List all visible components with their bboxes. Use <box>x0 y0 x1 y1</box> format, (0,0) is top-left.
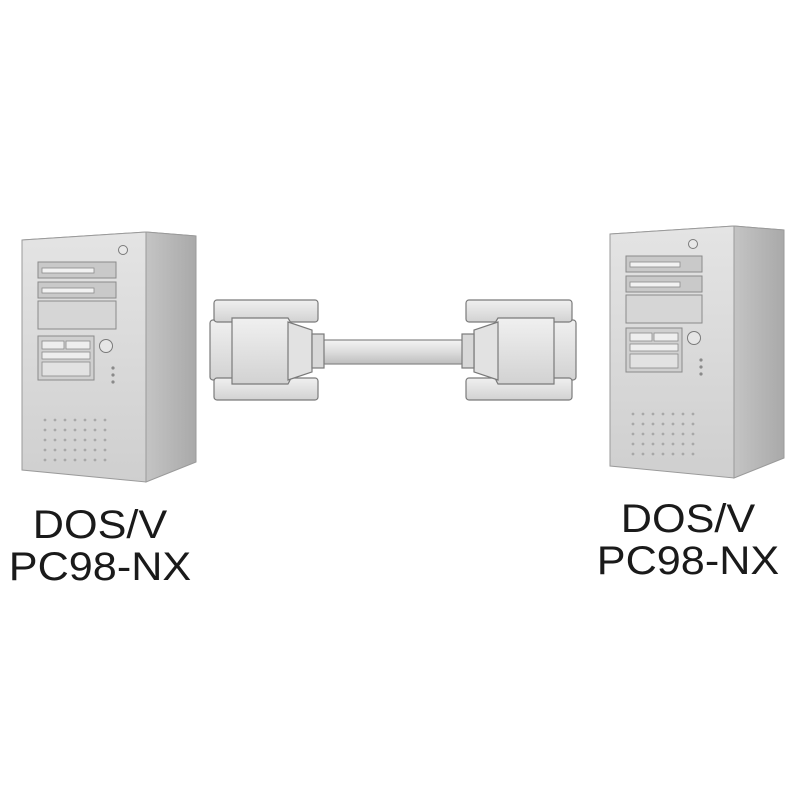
left-computer-tower <box>21 231 197 483</box>
left-cable-connector <box>209 299 325 401</box>
right-computer-label: DOS/V PC98-NX <box>580 498 796 582</box>
right-computer-label-line1: DOS/V <box>620 497 756 541</box>
left-computer-label-line2: PC98-NX <box>8 545 192 589</box>
serial-cable <box>209 299 577 401</box>
right-cable-connector <box>461 299 577 401</box>
left-computer-label: DOS/V PC98-NX <box>0 504 208 588</box>
left-computer-label-line1: DOS/V <box>32 503 168 547</box>
right-computer-tower <box>609 225 785 479</box>
right-computer-label-line2: PC98-NX <box>596 539 780 583</box>
